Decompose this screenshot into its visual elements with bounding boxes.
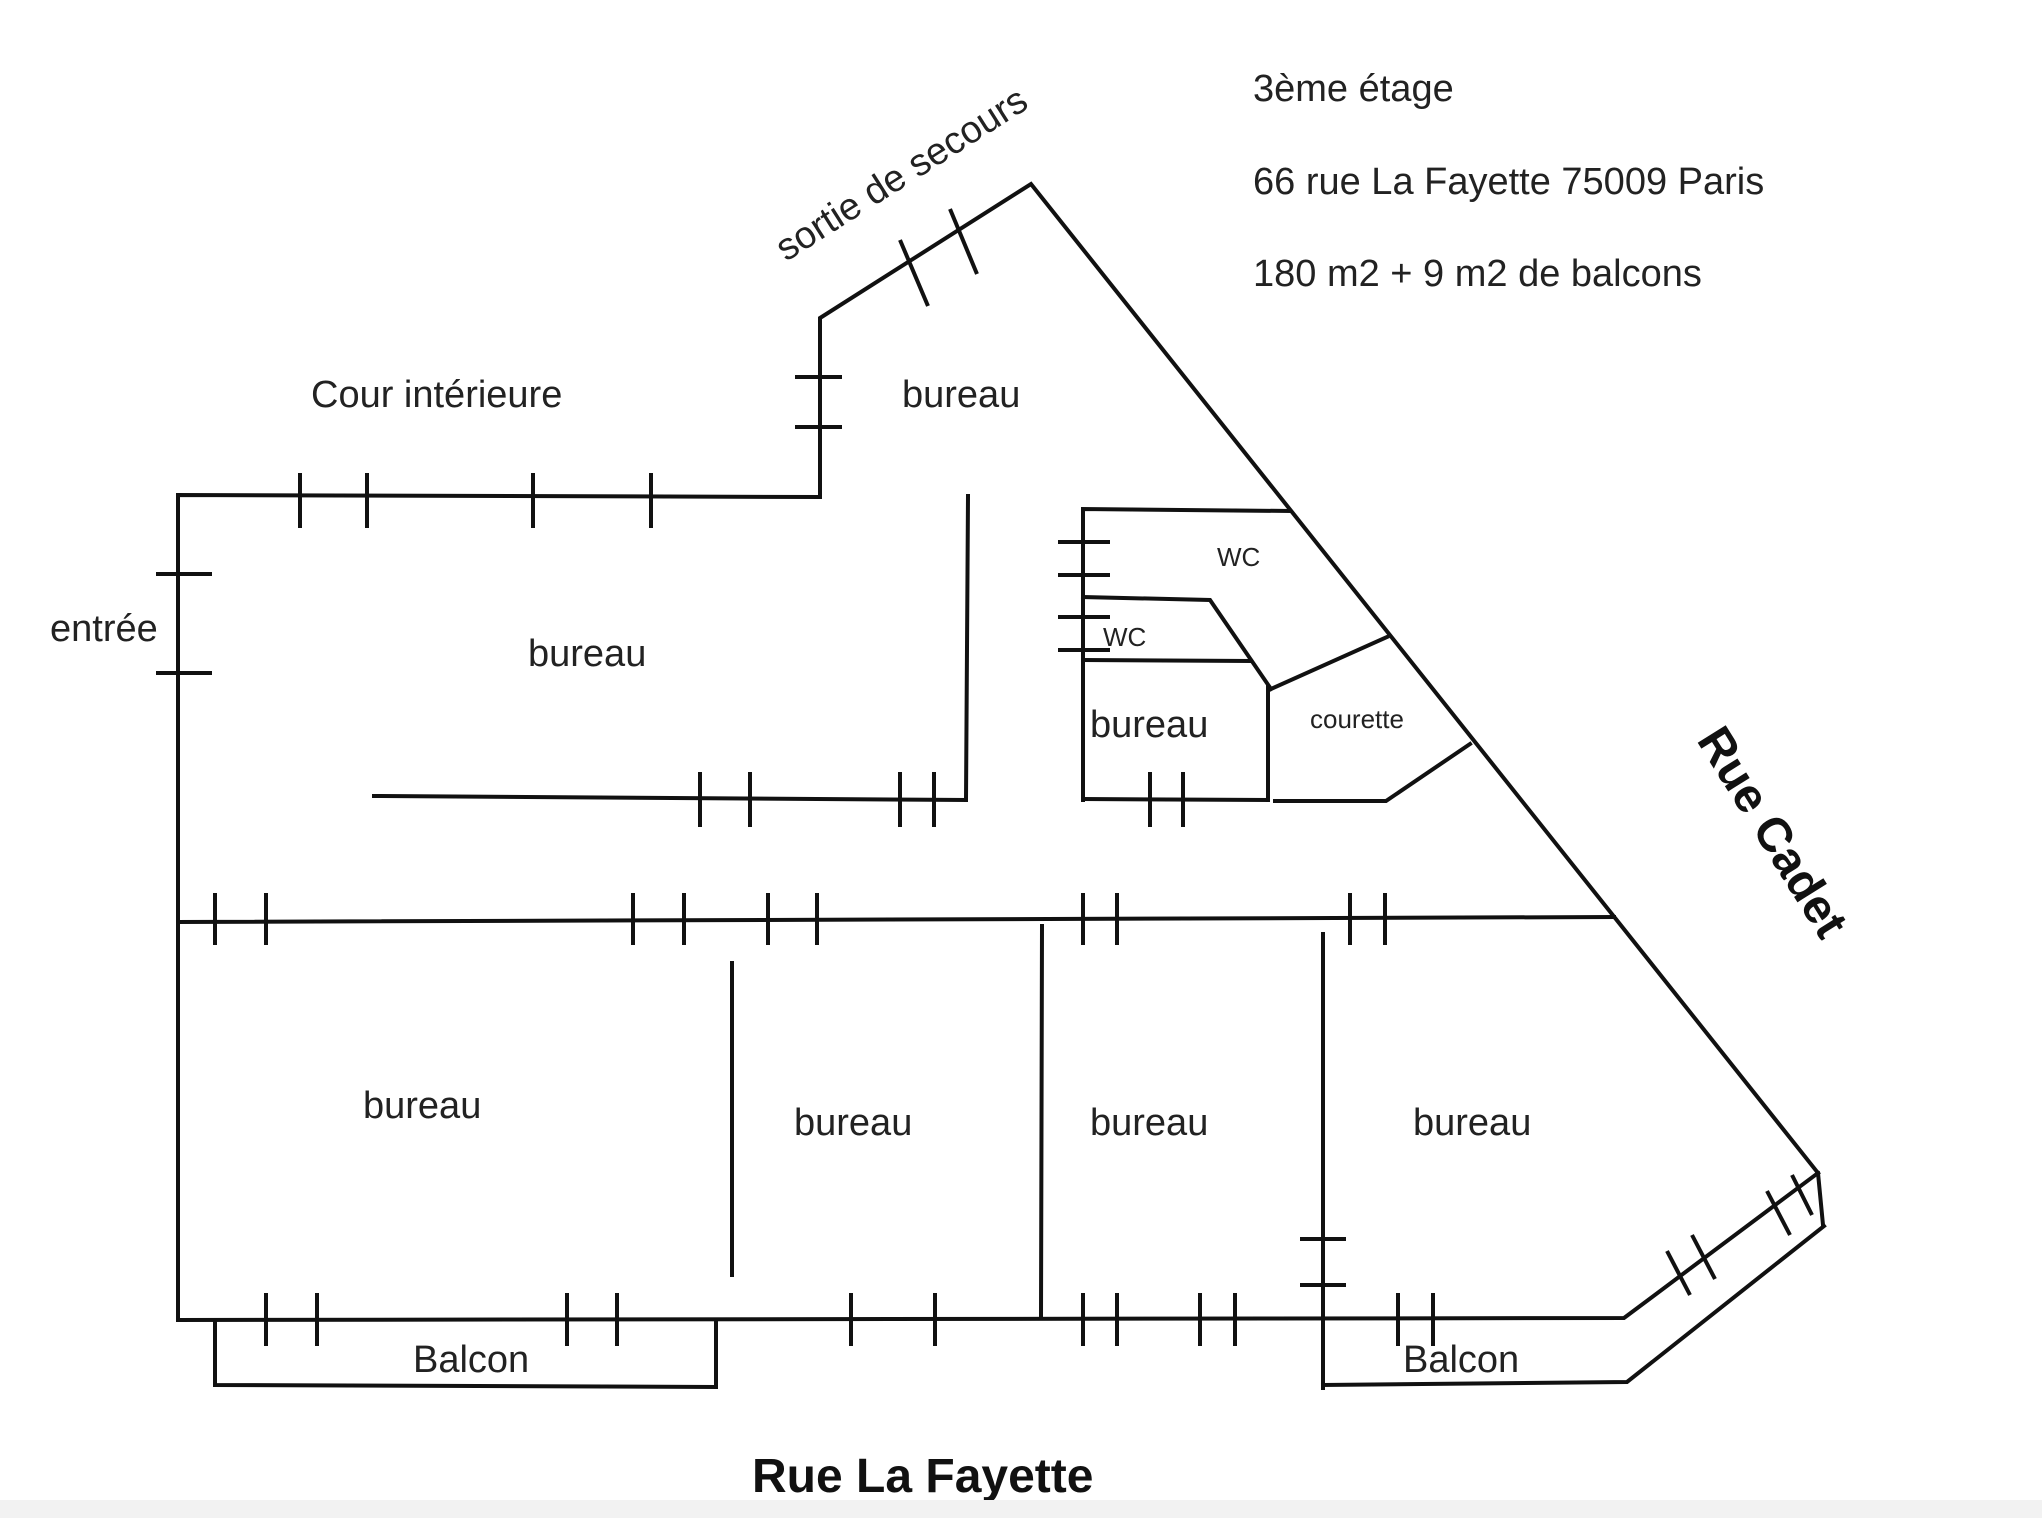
- wc-label: WC: [1217, 542, 1260, 572]
- wc-label: WC: [1103, 622, 1146, 652]
- office-wall-vertical: [963, 493, 971, 803]
- room-label: bureau: [528, 633, 646, 675]
- room-label: bureau: [902, 374, 1020, 416]
- room-label: bureau: [794, 1102, 912, 1144]
- outer-wall-south: [175, 1170, 1821, 1323]
- street-label-bottom: Rue La Fayette: [752, 1450, 1093, 1503]
- courette-label: courette: [1310, 704, 1404, 734]
- area-label: 180 m2 + 9 m2 de balcons: [1253, 253, 1702, 295]
- window-mark: [1665, 1250, 1692, 1296]
- wc-bottom: [1080, 657, 1253, 664]
- room-label: bureau: [1090, 704, 1208, 746]
- window-mark: [1765, 1190, 1792, 1236]
- street-label-right: Rue Cadet: [1687, 718, 1858, 947]
- courette-top: [1268, 634, 1390, 692]
- courtyard-label: Cour intérieure: [311, 374, 562, 416]
- opening-marks: [156, 208, 1814, 1346]
- entrance-label: entrée: [50, 608, 158, 650]
- floor-label: 3ème étage: [1253, 68, 1454, 110]
- bottom-divider-2: [1038, 923, 1045, 1320]
- room-label: bureau: [363, 1085, 481, 1127]
- outer-wall-corner: [1815, 1170, 1826, 1228]
- window-mark: [1790, 1174, 1814, 1216]
- balcony-label: Balcon: [1403, 1339, 1519, 1381]
- room-label: bureau: [1090, 1102, 1208, 1144]
- exit-door-mark: [898, 239, 930, 307]
- room-label: bureau: [1413, 1102, 1531, 1144]
- address-label: 66 rue La Fayette 75009 Paris: [1253, 161, 1764, 203]
- exit-door-mark: [948, 208, 979, 275]
- balcony-right: [1320, 1223, 1827, 1388]
- balcony-label: Balcon: [413, 1339, 529, 1381]
- courette-bottom: [1273, 741, 1473, 803]
- small-office-bottom: [1080, 796, 1271, 803]
- corridor-wall: [175, 914, 1617, 925]
- internal-walls: [175, 493, 1827, 1390]
- balcony-left: [213, 1318, 718, 1390]
- outer-walls: [175, 181, 1826, 1323]
- outer-wall-north-west: [176, 181, 1821, 1322]
- office-wall-horizontal: [371, 793, 969, 803]
- window-mark: [1690, 1234, 1717, 1280]
- wc-block-top: [1081, 506, 1293, 802]
- page-bottom-band: [0, 1500, 2042, 1518]
